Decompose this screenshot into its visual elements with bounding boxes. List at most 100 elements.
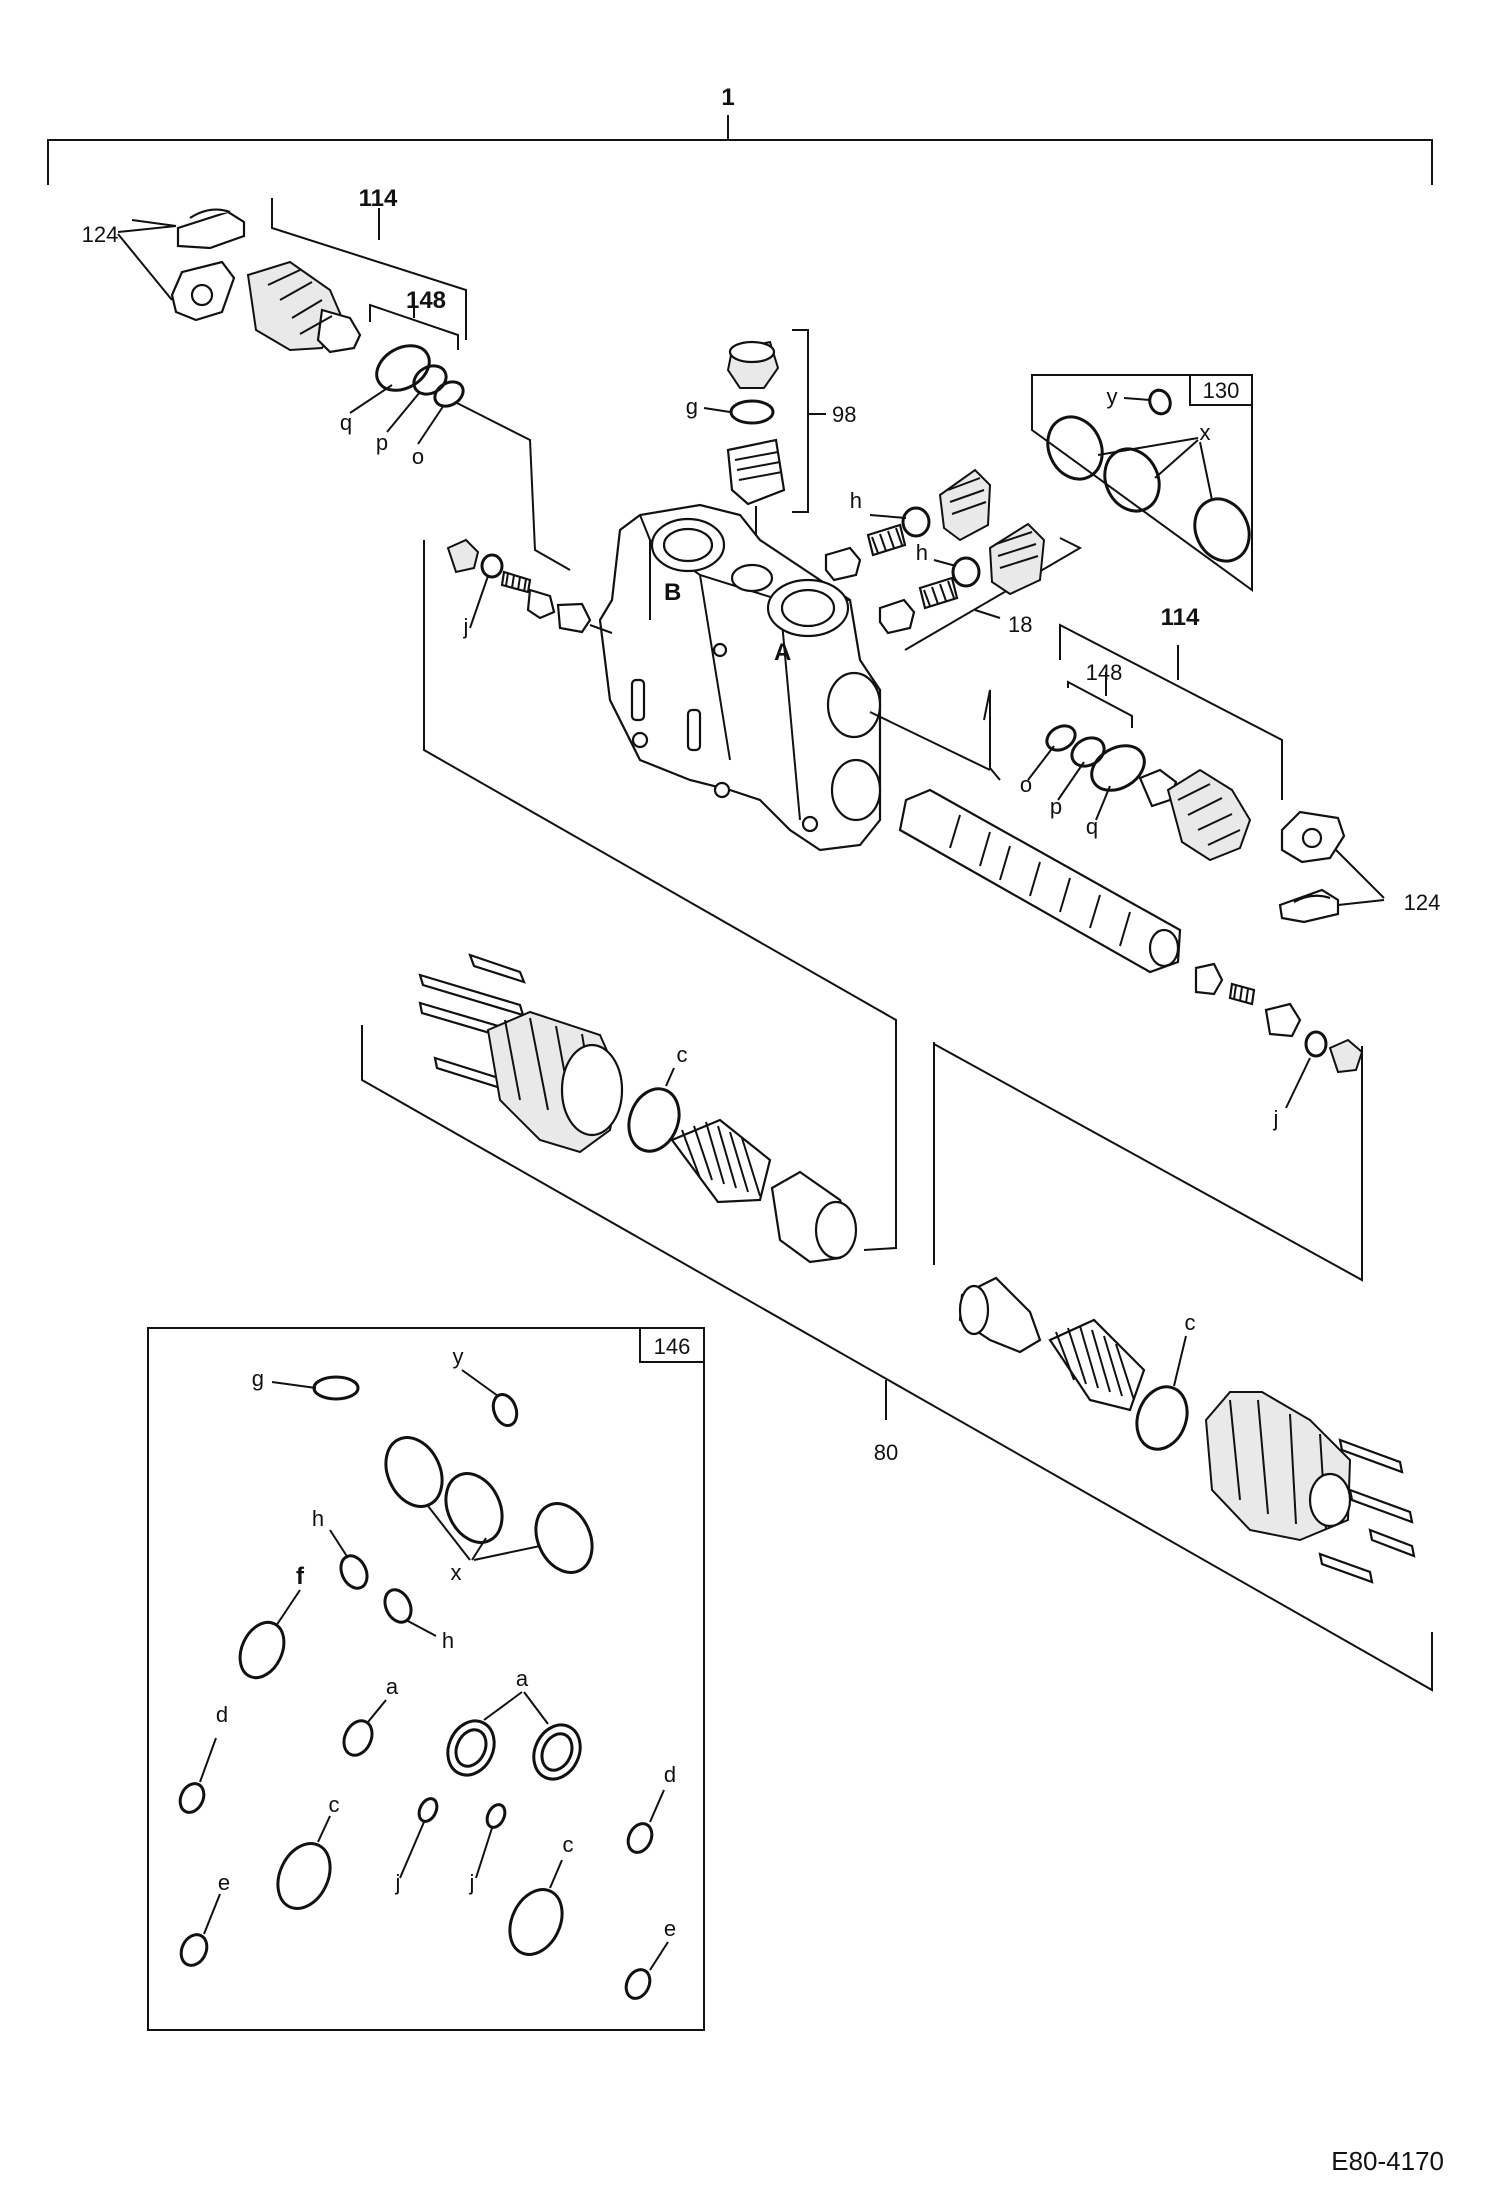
kit-label-a-1: a (386, 1674, 399, 1699)
label-p-right: p (1050, 794, 1062, 819)
kit-label-c-2: c (563, 1832, 574, 1857)
check-valve-label-18: 18 (1008, 612, 1032, 637)
check-spring-upper (866, 523, 907, 557)
o-ring-j-left (480, 553, 504, 579)
cap-124-right-upper (1280, 810, 1346, 864)
kit-ring-x-3 (534, 1502, 594, 1574)
kit-ring-x-1 (384, 1436, 444, 1508)
kit-ring-a-2 (446, 1719, 496, 1777)
o-ring-x-130-a (1046, 415, 1104, 481)
o-ring-j-right (1304, 1030, 1328, 1058)
valve-body (598, 503, 882, 852)
o-ring-y-130 (1148, 388, 1172, 416)
plug-group-98 (703, 329, 826, 580)
label-o-left: o (412, 444, 424, 469)
relief-valve-cartridge-right (1138, 768, 1252, 862)
cap-124-upper (176, 208, 246, 250)
label-o-right: o (1020, 772, 1032, 797)
kit-box-130-label: 130 (1203, 378, 1240, 403)
check-valve-group-18 (824, 468, 1083, 651)
relief-valve-right-label: 114 (1161, 604, 1200, 631)
drawing-id: E80-4170 (1331, 2146, 1444, 2176)
port-b-label: B (664, 579, 681, 606)
o-ring-g (729, 399, 775, 425)
o-ring-h-lower (951, 556, 981, 588)
label-y-130: y (1107, 384, 1118, 409)
port-a-label: A (774, 639, 791, 666)
o-ring-c-right (1135, 1385, 1189, 1451)
spool-assembly-label-80: 80 (874, 1440, 898, 1465)
spool-bore-lower (830, 758, 882, 822)
o-ring-c-left (627, 1087, 681, 1153)
kit-label-d-1: d (216, 1702, 228, 1727)
kit-label-d-2: d (664, 1762, 676, 1787)
o-ring-x-130-c (1193, 497, 1251, 563)
label-q-left: q (340, 410, 352, 435)
kit-ring-x-2 (444, 1472, 504, 1544)
label-c-right: c (1185, 1310, 1196, 1335)
plug-label-98: 98 (832, 402, 856, 427)
kit-label-c-1: c (329, 1792, 340, 1817)
check-spring-cap-lower (988, 522, 1046, 596)
label-c-left: c (677, 1042, 688, 1067)
seal-set-right-label: 148 (1086, 660, 1123, 685)
cap-left-label: 124 (82, 222, 119, 247)
check-spring-lower (918, 576, 959, 610)
kit-label-x: x (451, 1560, 462, 1585)
kit-label-j-1: j (395, 1870, 401, 1895)
o-ring-x-130-b (1103, 447, 1161, 513)
kit-ring-g (312, 1375, 360, 1401)
kit-ring-c-1 (276, 1842, 332, 1910)
label-j-right: j (1273, 1106, 1279, 1131)
label-h-lower: h (916, 540, 928, 565)
plug-bore (730, 563, 774, 593)
kit-ring-a-3 (532, 1723, 582, 1781)
o-ring-h-upper (901, 506, 931, 538)
spool-assembly-80 (361, 540, 1433, 1692)
label-g-plug: g (686, 394, 698, 419)
o-ring-o-right (1045, 724, 1077, 752)
seal-kit-146 (147, 1327, 705, 2031)
kit-ring-e-1 (179, 1933, 209, 1967)
kit-label-j-2: j (469, 1870, 475, 1895)
kit-label-y: y (453, 1344, 464, 1369)
cap-right-label: 124 (1404, 890, 1441, 915)
relief-valve-left-label: 114 (359, 185, 398, 212)
check-spring-cap-upper (938, 468, 992, 542)
kit-label-g: g (252, 1366, 264, 1391)
kit-box-130 (1031, 374, 1253, 592)
seal-set-left-label: 148 (406, 287, 446, 314)
kit-ring-e-2 (624, 1968, 652, 2000)
relief-valve-group-right (869, 623, 1385, 924)
kit-ring-c-2 (508, 1888, 564, 1956)
label-j-left: j (463, 614, 469, 639)
kit-ring-j-2 (485, 1803, 507, 1829)
seal-kit-label-146: 146 (654, 1334, 691, 1359)
kit-label-f: f (296, 1563, 305, 1590)
kit-label-h-1: h (312, 1506, 324, 1531)
cap-124-lower (170, 260, 236, 322)
kit-ring-a-1 (342, 1719, 374, 1757)
kit-ring-j-1 (417, 1797, 439, 1823)
o-ring-o-left (433, 380, 465, 408)
kit-ring-h-1 (339, 1554, 369, 1590)
kit-ring-h-2 (383, 1588, 413, 1624)
kit-ring-f (238, 1620, 286, 1680)
assembly-number-label: 1 (721, 84, 734, 111)
label-q-right: q (1086, 814, 1098, 839)
kit-label-e-2: e (664, 1916, 676, 1941)
kit-ring-d-2 (626, 1822, 654, 1854)
label-p-left: p (376, 430, 388, 455)
label-x-130: x (1200, 420, 1211, 445)
assembly-bracket (47, 115, 1433, 185)
kit-ring-d-1 (178, 1782, 206, 1814)
label-h-upper: h (850, 488, 862, 513)
backup-ring-p-left (412, 364, 448, 396)
spool-end-plug-left (446, 538, 613, 634)
spool (898, 788, 1364, 1109)
kit-label-h-2: h (442, 1628, 454, 1653)
o-ring-q-right (1090, 744, 1146, 792)
spool-bore-upper (826, 671, 882, 739)
relief-valve-cartridge-left (246, 260, 362, 354)
